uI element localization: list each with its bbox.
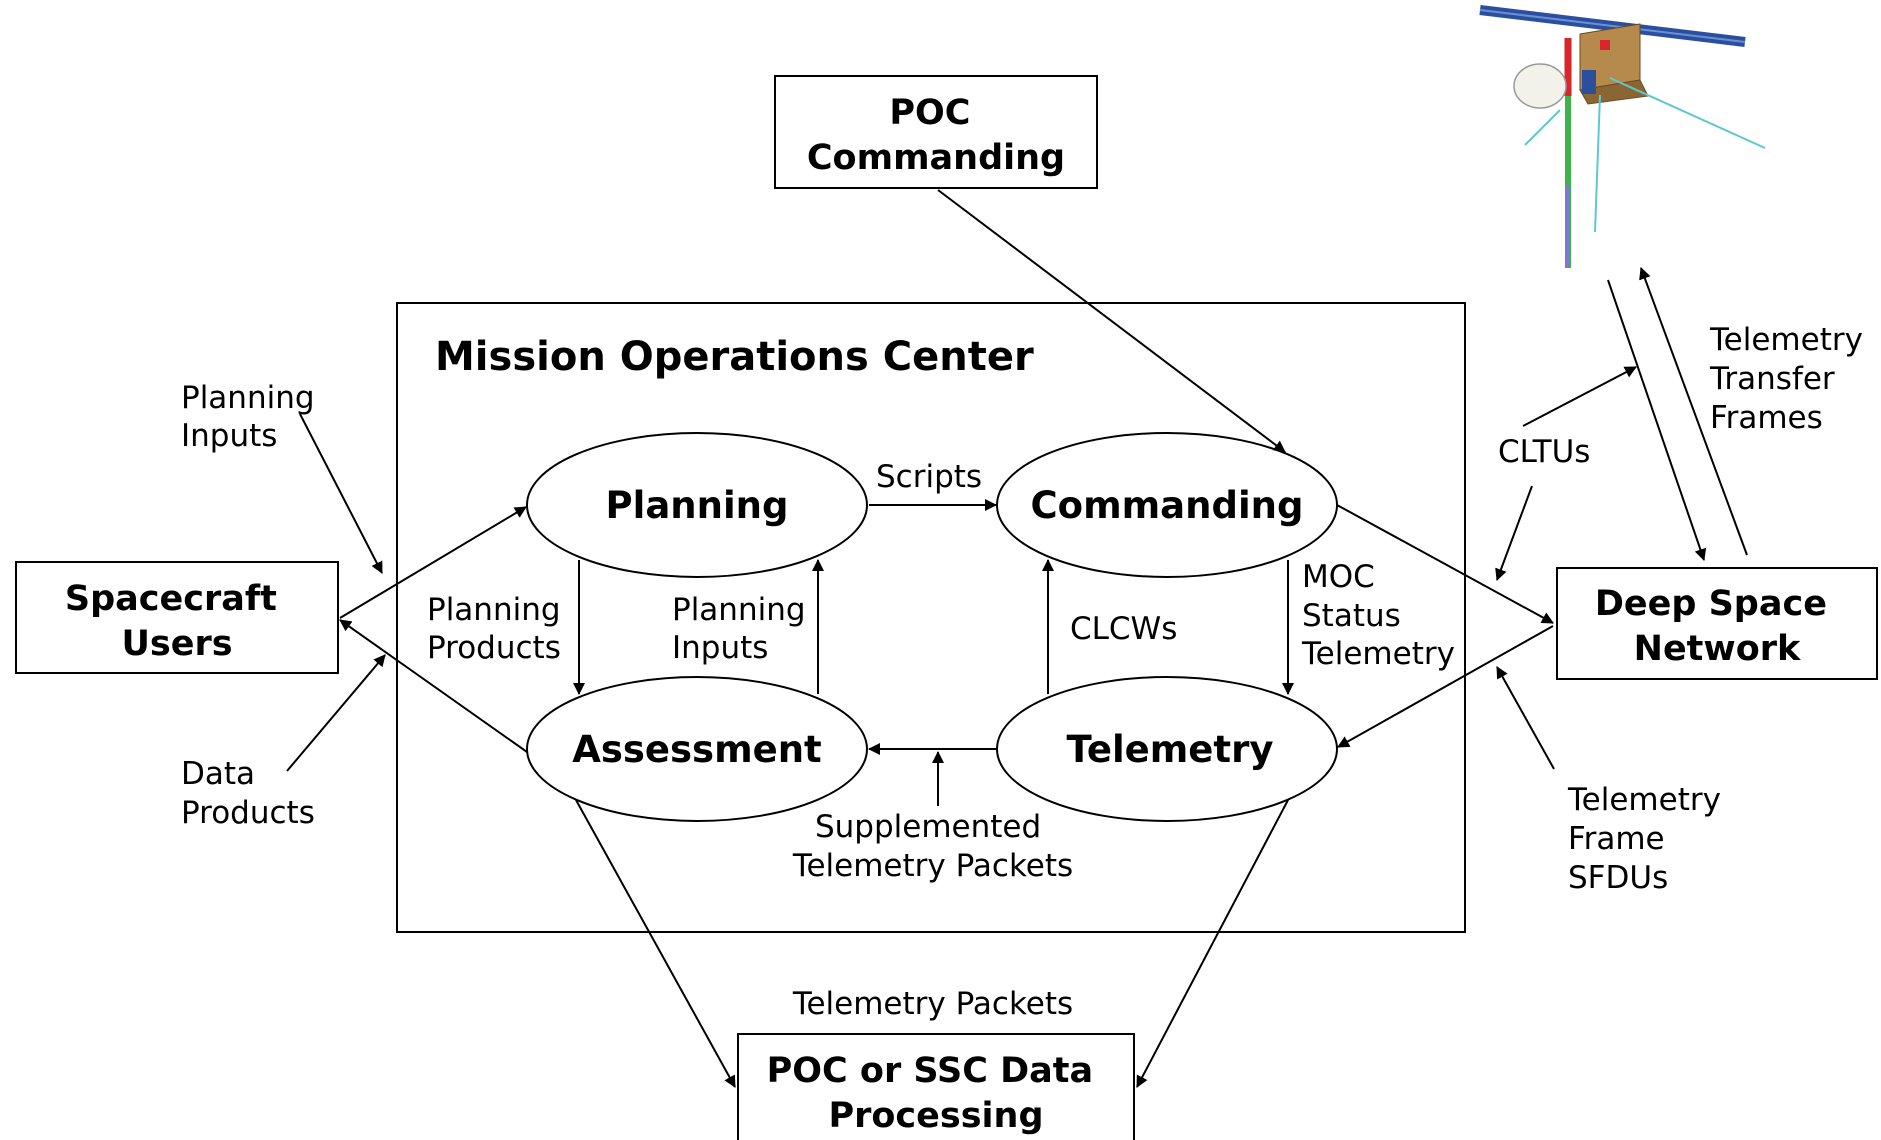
planning-label: Planning: [606, 484, 789, 527]
poc-to-commanding-arrow: [937, 189, 1286, 453]
telemetry-transfer-label: Telemetry Transfer Frames: [1709, 322, 1873, 436]
data-products-label: Data Products: [181, 756, 315, 831]
dsn-to-spacecraft-arrow: [1639, 267, 1748, 556]
telemetry-frame-sfdus-label: Telemetry Frame SFDUs: [1567, 782, 1731, 896]
data-processing-box: [737, 1033, 1135, 1140]
assessment-to-users-arrow: [339, 619, 528, 753]
commanding-label: Commanding: [1031, 484, 1304, 527]
poc-commanding-label: POC Commanding: [807, 93, 1065, 178]
data-products-pointer: [286, 654, 386, 772]
scripts-label: Scripts: [876, 459, 982, 495]
deep-space-network-box: [1556, 567, 1878, 680]
uplink-to-dsn-arrow: [1607, 279, 1707, 561]
assessment-label: Assessment: [572, 728, 822, 771]
cltus-label: CLTUs: [1498, 434, 1590, 470]
spacecraft-icon: [1479, 5, 1766, 268]
clcws-label: CLCWs: [1070, 611, 1177, 647]
cltus-uplink-pointer: [1522, 366, 1637, 427]
dsn-to-telemetry-arrow: [1337, 625, 1554, 748]
assessment-to-processing-arrow: [575, 799, 736, 1088]
supplemented-label: Supplemented Telemetry Packets: [792, 809, 1073, 884]
sfdus-pointer: [1496, 666, 1555, 770]
spacecraft-users-label: Spacecraft Users: [65, 579, 289, 664]
planning-inputs-ext-label: Planning Inputs: [181, 380, 324, 454]
users-to-planning-arrow: [339, 506, 527, 619]
commanding-to-dsn-arrow: [1336, 504, 1554, 624]
moc-status-label: MOC Status Telemetry: [1301, 559, 1455, 672]
planning-products-label: Planning Products: [427, 592, 570, 666]
telemetry-to-processing-arrow: [1136, 799, 1289, 1088]
telemetry-packets-label: Telemetry Packets: [792, 986, 1073, 1022]
poc-commanding-box: [774, 75, 1098, 189]
spacecraft-users-box: [15, 561, 339, 674]
moc-title: Mission Operations Center: [435, 334, 1034, 380]
assessment-node: [526, 676, 868, 822]
data-processing-label: POC or SSC Data Processing: [767, 1051, 1106, 1136]
cltus-pointer: [1495, 485, 1533, 581]
planning-node: [526, 432, 868, 578]
telemetry-label: Telemetry: [1067, 728, 1274, 771]
planning-inputs-int-label: Planning Inputs: [672, 592, 815, 666]
deep-space-network-label: Deep Space Network: [1595, 584, 1839, 669]
planning-inputs-pointer: [299, 413, 383, 574]
